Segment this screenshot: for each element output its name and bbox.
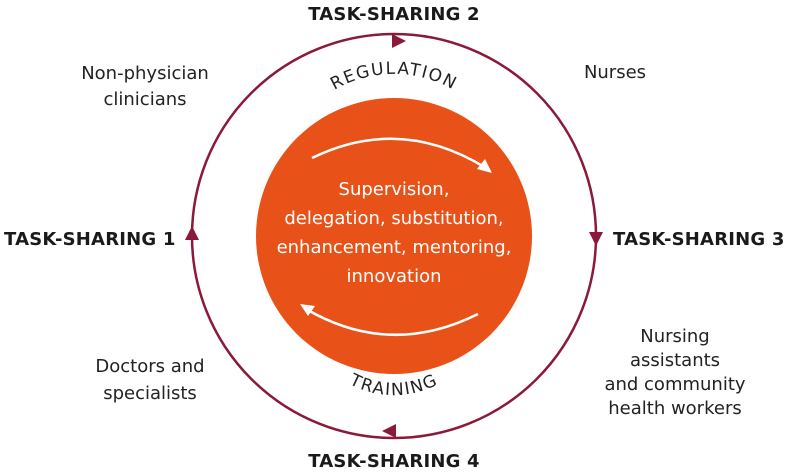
training-arc-label: TRAINING [346,370,441,401]
top-arrowhead-icon [392,34,406,48]
role-line: Nursing [640,326,710,347]
nurses-label: Nurses [565,61,665,85]
role-line: and community [604,374,746,395]
left-arrowhead-icon [185,226,199,240]
nursing-assistants-label: Nursing assistants and community health … [595,325,755,421]
upper-curved-arrow-icon [311,137,487,170]
center-description: Supervision, delegation, substitution, e… [256,175,532,291]
regulation-arc-label: REGULATION [327,59,460,95]
lower-curved-arrow-icon [305,307,479,336]
center-line: enhancement, mentoring, [276,237,512,258]
role-line: specialists [103,383,197,404]
center-line: delegation, substitution, [284,208,504,229]
bottom-arrowhead-icon [382,424,396,438]
role-line: Non-physician [81,63,209,84]
role-line: Doctors and [95,356,205,377]
task-sharing-3-label: TASK-SHARING 3 [613,229,785,250]
right-arrowhead-icon [589,232,603,246]
task-sharing-1-label: TASK-SHARING 1 [4,229,176,250]
role-line: clinicians [103,89,187,110]
task-sharing-4-label: TASK-SHARING 4 [308,451,480,472]
non-physician-clinicians-label: Non-physician clinicians [60,61,230,113]
center-line: Supervision, [338,179,450,200]
role-line: health workers [608,398,742,419]
center-circle [256,98,532,374]
role-line: Nurses [583,62,647,83]
center-line: innovation [346,266,442,287]
upper-arrowhead-icon [477,159,492,173]
role-line: assistants [629,350,721,371]
doctors-specialists-label: Doctors and specialists [75,353,225,407]
task-sharing-2-label: TASK-SHARING 2 [308,4,480,25]
lower-arrowhead-icon [300,304,315,316]
